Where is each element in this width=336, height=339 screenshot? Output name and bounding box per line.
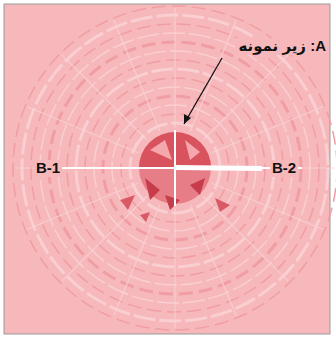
wave-ray [114,20,160,131]
subsample-label: زیر نمونه :A [236,38,328,55]
wave-ray [190,205,236,316]
wave-ray [174,8,175,128]
wave-ray [212,107,323,153]
wave-ring [13,6,336,330]
wave-ray [27,183,138,229]
point-label: B-2 [270,160,298,177]
point-label: B-1 [34,160,62,177]
wave-ray [174,208,175,328]
